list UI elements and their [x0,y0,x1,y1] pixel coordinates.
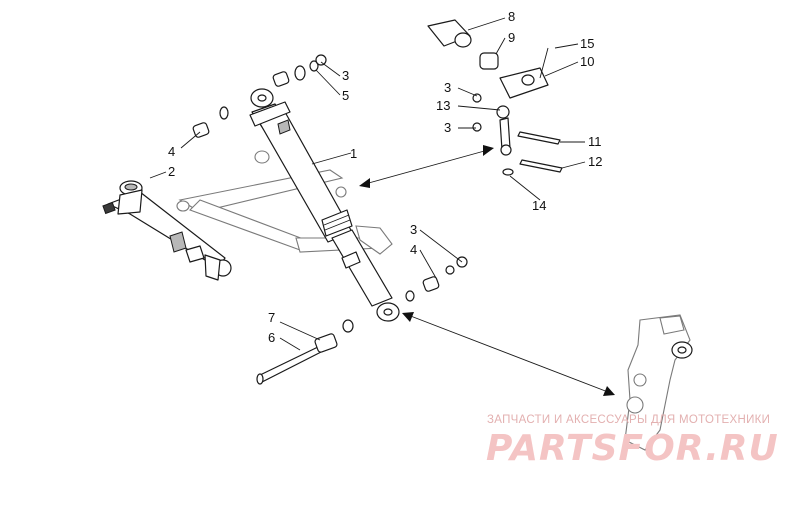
callout-2: 2 [168,164,175,179]
steering-linkage [102,180,232,281]
callout-10: 10 [580,54,594,69]
callout-7: 7 [268,310,275,325]
assembly-arrow-upper [359,145,494,188]
callout-12: 12 [588,154,602,169]
callout-15: 15 [580,36,594,51]
upper-mount-hardware [192,54,327,138]
callout-14: 14 [532,198,546,213]
upper-right-linkage [427,19,563,176]
callout-3: 3 [410,222,417,237]
callout-1: 1 [350,146,357,161]
callout-9: 9 [508,30,515,45]
callout-5: 5 [342,88,349,103]
leader-lines [149,17,586,351]
callout-13: 13 [436,98,450,113]
watermark-caption: ЗАПЧАСТИ И АКСЕССУАРЫ ДЛЯ МОТОТЕХНИКИ [487,414,771,426]
callout-labels: 1 2 3 5 4 7 6 3 4 8 9 15 10 3 13 3 11 12… [168,9,602,345]
spindle [624,314,693,451]
shock-absorber [249,88,400,322]
callout-3: 3 [444,80,451,95]
callout-11: 11 [588,134,602,149]
callout-3: 3 [342,68,349,83]
callout-8: 8 [508,9,515,24]
callout-4: 4 [410,242,417,257]
watermark-logo: PARTSFOR.RU [486,428,779,469]
assembly-arrow-lower [402,312,615,396]
callout-3: 3 [444,120,451,135]
callout-6: 6 [268,330,275,345]
callout-4: 4 [168,144,175,159]
